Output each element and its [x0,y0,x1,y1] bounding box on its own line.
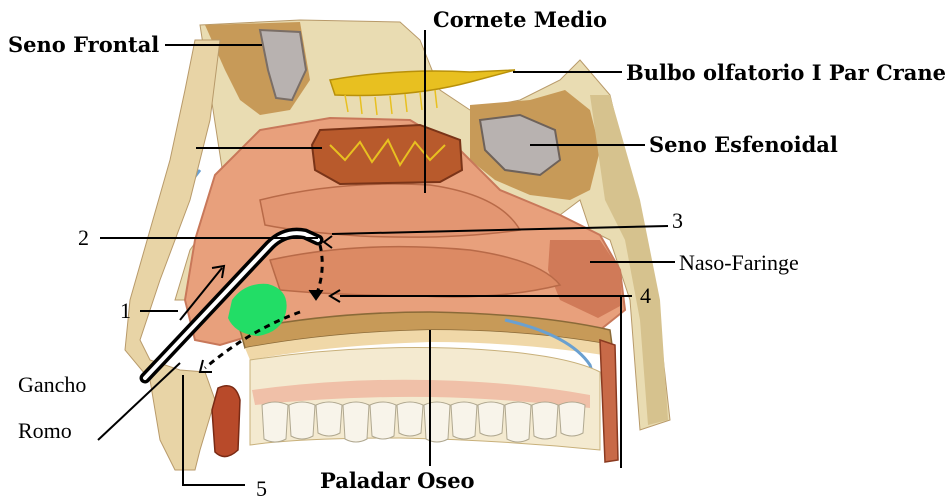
label-cornete-medio: Cornete Medio [433,7,607,32]
soft-palate [600,340,618,462]
label-naso-faringe: Naso-Faringe [679,250,799,275]
label-seno-frontal: Seno Frontal [8,32,159,57]
anatomy-illustration [125,20,670,470]
label-4: 4 [640,283,651,308]
label-2: 2 [78,225,89,250]
tooth [370,402,396,439]
upper-lip [212,386,240,457]
label-paladar-oseo: Paladar Oseo [320,468,475,493]
tooth [343,402,369,442]
label-1: 1 [120,298,131,323]
tooth [397,402,423,436]
label-romo: Romo [18,418,72,443]
label-bulbo-olfatorio: Bulbo olfatorio I Par Craneal [626,60,946,85]
label-seno-esfenoidal: Seno Esfenoidal [649,132,838,157]
label-3: 3 [672,208,683,233]
ethmoid-cells [312,125,462,184]
tooth [289,402,315,439]
tooth [316,402,342,436]
tooth [451,402,477,439]
tooth [478,402,504,436]
tooth [559,402,585,436]
tooth [505,402,531,442]
tooth [424,402,450,442]
label-gancho: Gancho [18,372,86,397]
tooth [262,402,288,442]
tooth [532,402,558,439]
label-5: 5 [256,476,267,501]
